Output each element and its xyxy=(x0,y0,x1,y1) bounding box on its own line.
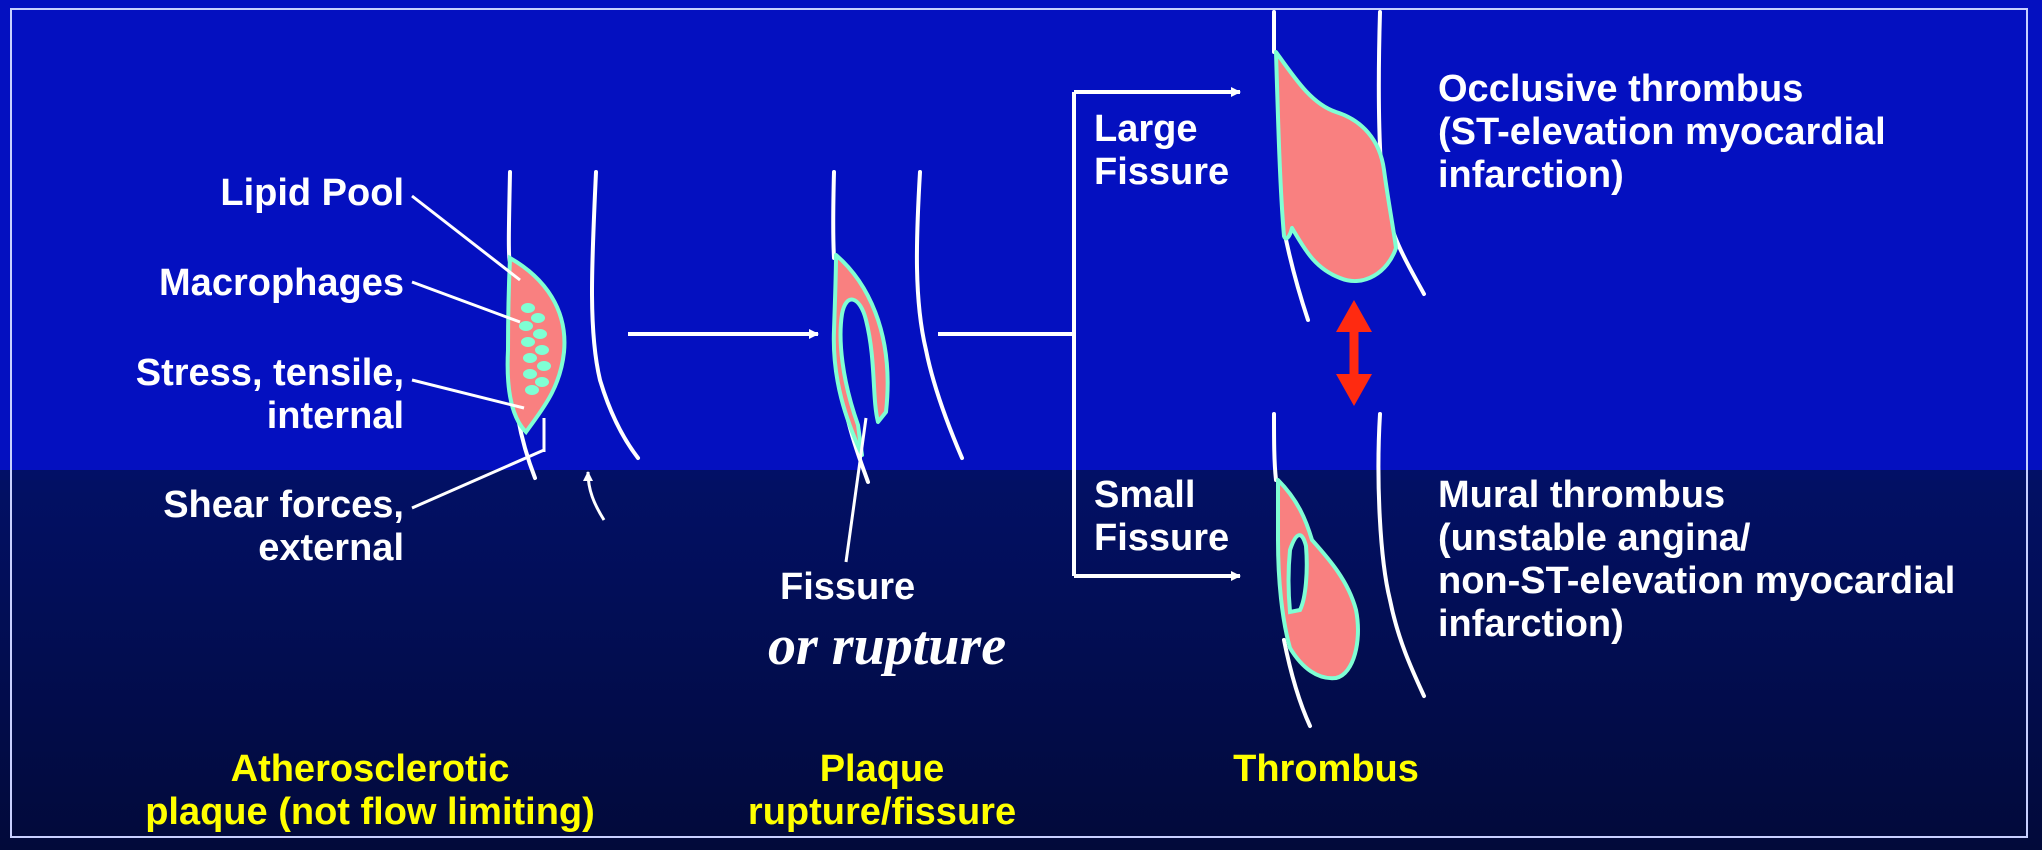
label-stress: Stress, tensile, internal xyxy=(136,352,404,438)
label-shear: Shear forces, external xyxy=(163,484,404,570)
caption-stage2: Plaque rupture/fissure xyxy=(712,748,1052,834)
mural-lumen-gap xyxy=(1289,535,1307,612)
label-large-fissure: Large Fissure xyxy=(1094,108,1229,194)
caption-stage3: Thrombus xyxy=(1170,748,1482,791)
ruptured-plaque xyxy=(834,255,888,455)
vessel-wall-left-upper xyxy=(1274,414,1276,480)
double-headed-arrow-icon xyxy=(1336,300,1372,406)
vessel-wall-right xyxy=(592,172,638,458)
label-or-rupture: or rupture xyxy=(768,616,1006,676)
leader-macrophages xyxy=(412,282,520,322)
leader-lipid-pool xyxy=(412,196,520,280)
label-small-fissure: Small Fissure xyxy=(1094,474,1229,560)
vessel-wall-right xyxy=(1378,414,1424,696)
label-fissure: Fissure xyxy=(780,566,915,609)
vessel-wall-right xyxy=(917,172,962,458)
caption-stage1: Atherosclerotic plaque (not flow limitin… xyxy=(100,748,640,834)
vessel-wall-left-upper xyxy=(509,172,510,262)
vessel-wall-left-upper xyxy=(833,172,834,258)
label-macrophages: Macrophages xyxy=(159,262,404,305)
leader-shear xyxy=(412,450,544,508)
label-occlusive-thrombus: Occlusive thrombus (ST-elevation myocard… xyxy=(1438,68,1886,197)
label-lipid-pool: Lipid Pool xyxy=(220,172,404,215)
label-mural-thrombus: Mural thrombus (unstable angina/ non-ST-… xyxy=(1438,474,1955,646)
curved-arrow-icon xyxy=(588,472,604,520)
